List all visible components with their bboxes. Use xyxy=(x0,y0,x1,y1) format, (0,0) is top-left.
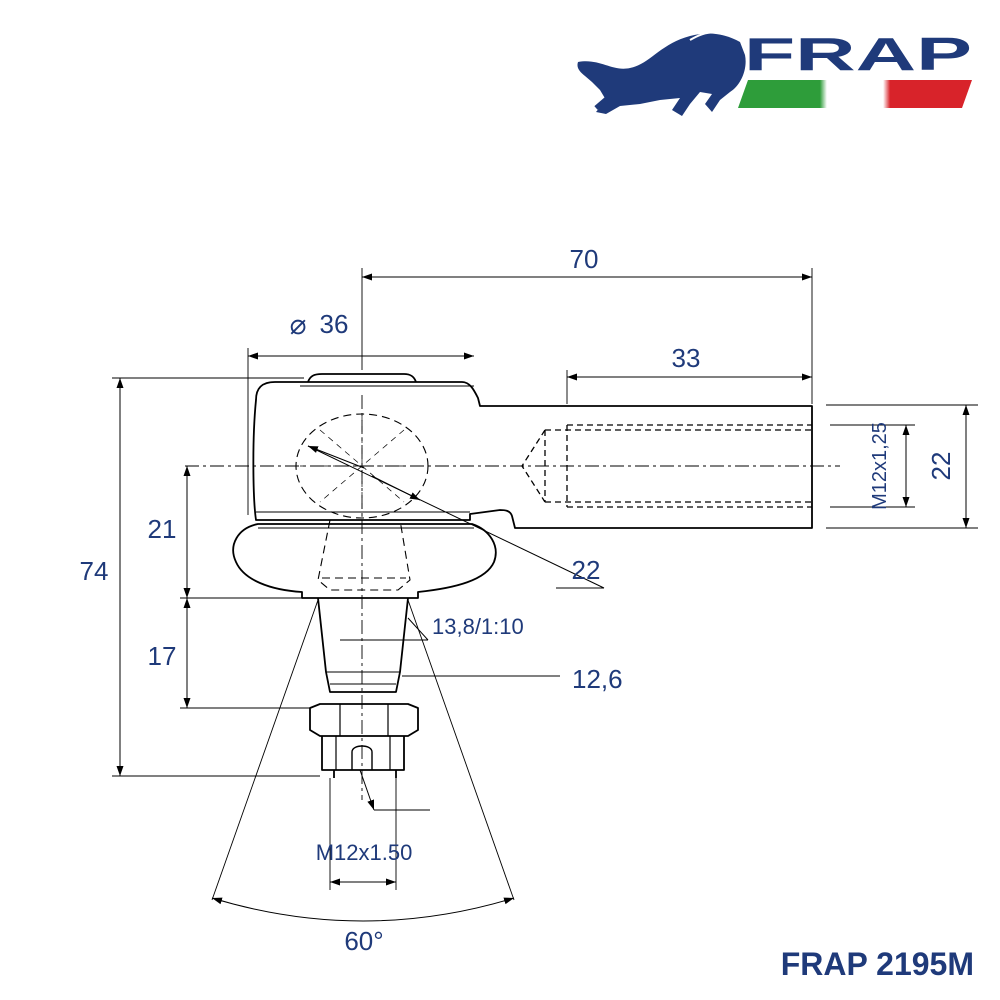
extension-lines xyxy=(112,268,978,901)
dim-lower-height: 17 xyxy=(148,641,177,671)
dim-overall-length: 70 xyxy=(570,244,599,274)
dim-total-height: 74 xyxy=(80,556,109,586)
dimension-lines xyxy=(116,273,970,922)
dim-taper: 13,8/1:10 xyxy=(432,614,524,639)
logo-brand-text: FRAP xyxy=(744,28,972,80)
dim-swing-angle: 60° xyxy=(344,926,383,956)
dim-ball-diameter: 36 xyxy=(320,309,349,339)
bull-icon xyxy=(577,31,746,116)
dim-stud-thread: M12x1.50 xyxy=(316,840,413,865)
part-number: FRAP 2195M xyxy=(781,946,974,982)
dim-diameter-symbol: ⌀ xyxy=(290,309,307,340)
dim-thread-depth: 33 xyxy=(672,343,701,373)
frap-logo: FRAP xyxy=(577,28,972,116)
dimension-labels: 70 ⌀ 36 33 74 21 17 22 13,8/1:10 12,6 M1… xyxy=(80,244,956,956)
dim-upper-height: 21 xyxy=(148,514,177,544)
dim-internal-thread: M12x1,25 xyxy=(869,422,891,510)
dim-stud-diameter: 12,6 xyxy=(572,664,623,694)
tie-rod-body xyxy=(232,373,813,778)
italian-flag-stripe xyxy=(738,80,972,108)
centerlines xyxy=(185,395,840,800)
dim-shank-width: 22 xyxy=(926,452,956,481)
dim-ball-callout: 22 xyxy=(572,555,601,585)
